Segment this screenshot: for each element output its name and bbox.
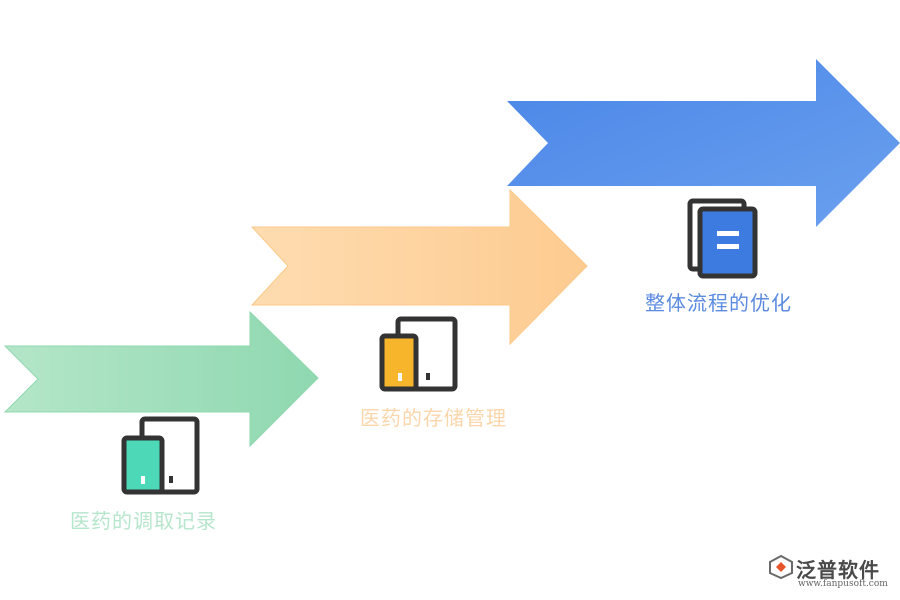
logo-name: 泛普软件 [796,558,880,582]
step-3-label: 整体流程的优化 [645,291,792,315]
step-2-label: 医药的存储管理 [360,406,507,430]
step-1-icon [121,416,200,495]
logo-icon [769,554,793,580]
step-1-arrow [3,310,319,448]
step-2-icon [379,316,458,392]
step-1-label: 医药的调取记录 [70,509,217,533]
logo-url: www.fanpusoft.com [798,579,888,589]
brand-logo: 泛普软件 www.fanpusoft.com [768,554,893,598]
step-3-arrow [507,59,900,227]
step-2-arrow [250,188,588,346]
step-3-icon [687,198,758,279]
